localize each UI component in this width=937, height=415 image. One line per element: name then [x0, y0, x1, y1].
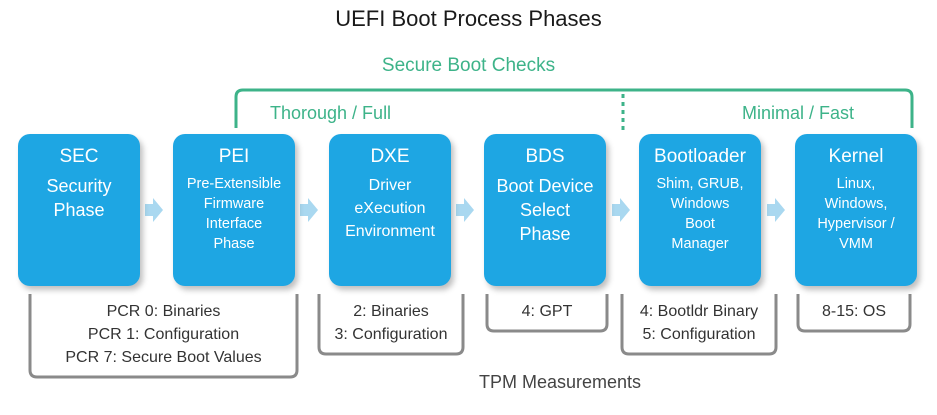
- tpm-line: 4: Bootldr Binary: [639, 303, 759, 320]
- phase-box-kernel: Kernel Linux, Windows, Hypervisor / VMM: [795, 134, 917, 286]
- flow-arrow-2: [300, 198, 318, 222]
- phase-name: Kernel: [828, 146, 884, 167]
- thorough-full-label: Thorough / Full: [270, 103, 392, 123]
- secure-boot-checks-label: Secure Boot Checks: [381, 55, 556, 76]
- tpm-group-bds: 4: GPT: [487, 300, 607, 323]
- phase-name: DXE: [370, 146, 410, 167]
- tpm-line: PCR 7: Secure Boot Values: [65, 349, 262, 366]
- phase-box-bds: BDS Boot Device Select Phase: [484, 134, 606, 286]
- minimal-fast-label: Minimal / Fast: [742, 103, 855, 123]
- tpm-group-sec-pei: PCR 0: Binaries PCR 1: Configuration PCR…: [30, 300, 297, 369]
- phase-box-pei: PEI Pre-Extensible Firmware Interface Ph…: [173, 134, 295, 286]
- tpm-line: 2: Binaries: [353, 303, 429, 320]
- phase-description: Linux, Windows, Hypervisor / VMM: [817, 176, 895, 252]
- tpm-group-bootloader: 4: Bootldr Binary 5: Configuration: [622, 300, 776, 346]
- tpm-bracket-1: [28, 294, 299, 379]
- phase-description: Driver eXecution Environment: [345, 177, 435, 240]
- tpm-group-dxe: 2: Binaries 3: Configuration: [319, 300, 463, 346]
- diagram-title: UEFI Boot Process Phases: [335, 6, 602, 31]
- tpm-bracket-3: [485, 294, 609, 333]
- phase-name: Bootloader: [654, 146, 746, 167]
- flow-arrow-4: [612, 198, 630, 222]
- tpm-bracket-4: [620, 294, 778, 356]
- secure-boot-bracket: [234, 88, 914, 128]
- tpm-line: PCR 1: Configuration: [87, 326, 240, 343]
- tpm-line: PCR 0: Binaries: [106, 303, 221, 320]
- flow-arrow-5: [767, 198, 785, 222]
- tpm-bracket-2: [317, 294, 465, 356]
- phase-box-sec: SEC Security Phase: [18, 134, 140, 286]
- phase-name: PEI: [218, 146, 250, 167]
- tpm-group-kernel: 8-15: OS: [798, 300, 910, 323]
- flow-arrow-1: [145, 198, 163, 222]
- phase-box-bootloader: Bootloader Shim, GRUB, Windows Boot Mana…: [639, 134, 761, 286]
- tpm-line: 4: GPT: [521, 303, 573, 320]
- phase-box-dxe: DXE Driver eXecution Environment: [329, 134, 451, 286]
- tpm-measurements-label: TPM Measurements: [478, 372, 642, 392]
- tpm-bracket-5: [796, 294, 912, 333]
- phase-description: Pre-Extensible Firmware Interface Phase: [186, 176, 282, 252]
- phase-description: Security Phase: [46, 176, 112, 220]
- phase-description: Boot Device Select Phase: [496, 176, 594, 244]
- phase-name: BDS: [525, 146, 565, 167]
- flow-arrow-3: [456, 198, 474, 222]
- phase-name: SEC: [59, 146, 99, 167]
- tpm-line: 5: Configuration: [642, 326, 756, 343]
- tpm-line: 8-15: OS: [821, 303, 887, 320]
- tpm-line: 3: Configuration: [334, 326, 448, 343]
- phase-description: Shim, GRUB, Windows Boot Manager: [656, 176, 744, 252]
